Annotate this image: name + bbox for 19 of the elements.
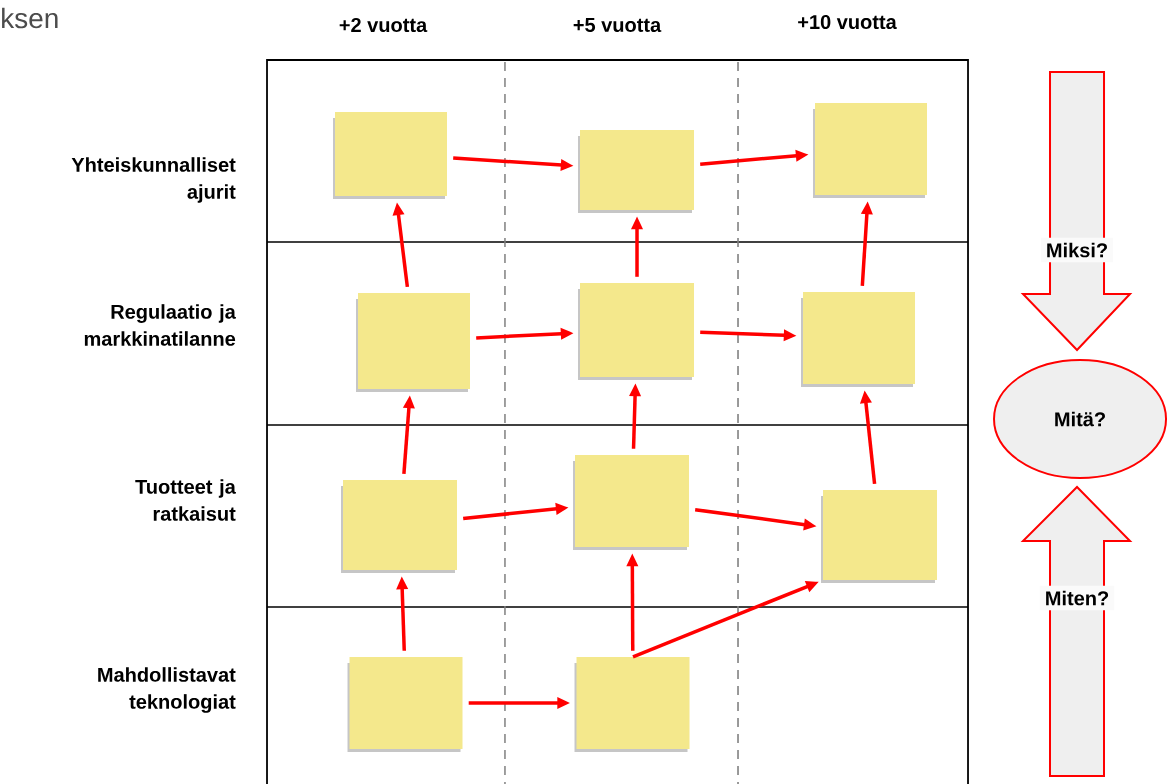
column-header: +5 vuotta [573,18,662,32]
sticky-note [573,455,689,550]
row-label: Regulaatio ja markkinatilanne [84,304,236,346]
row-label: Yhteiskunnalliset ajurit [71,157,236,203]
sticky-note [347,657,463,752]
sticky-note [801,292,915,387]
column-header: +2 vuotta [339,17,428,33]
sticky-note [813,103,927,198]
row-label: Tuotteet ja ratkaisut [135,479,236,521]
sticky-note [574,657,690,752]
sticky-note [578,130,694,213]
column-header: +10 vuotta [798,14,897,30]
heading-text: ksen [2,7,58,29]
sticky-note [341,480,457,573]
sticky-note [356,293,470,392]
sticky-note [333,112,447,199]
row-label: Mahdollistavat teknologiat [98,667,236,713]
sticky-note [821,490,937,583]
sticky-note [578,283,694,380]
